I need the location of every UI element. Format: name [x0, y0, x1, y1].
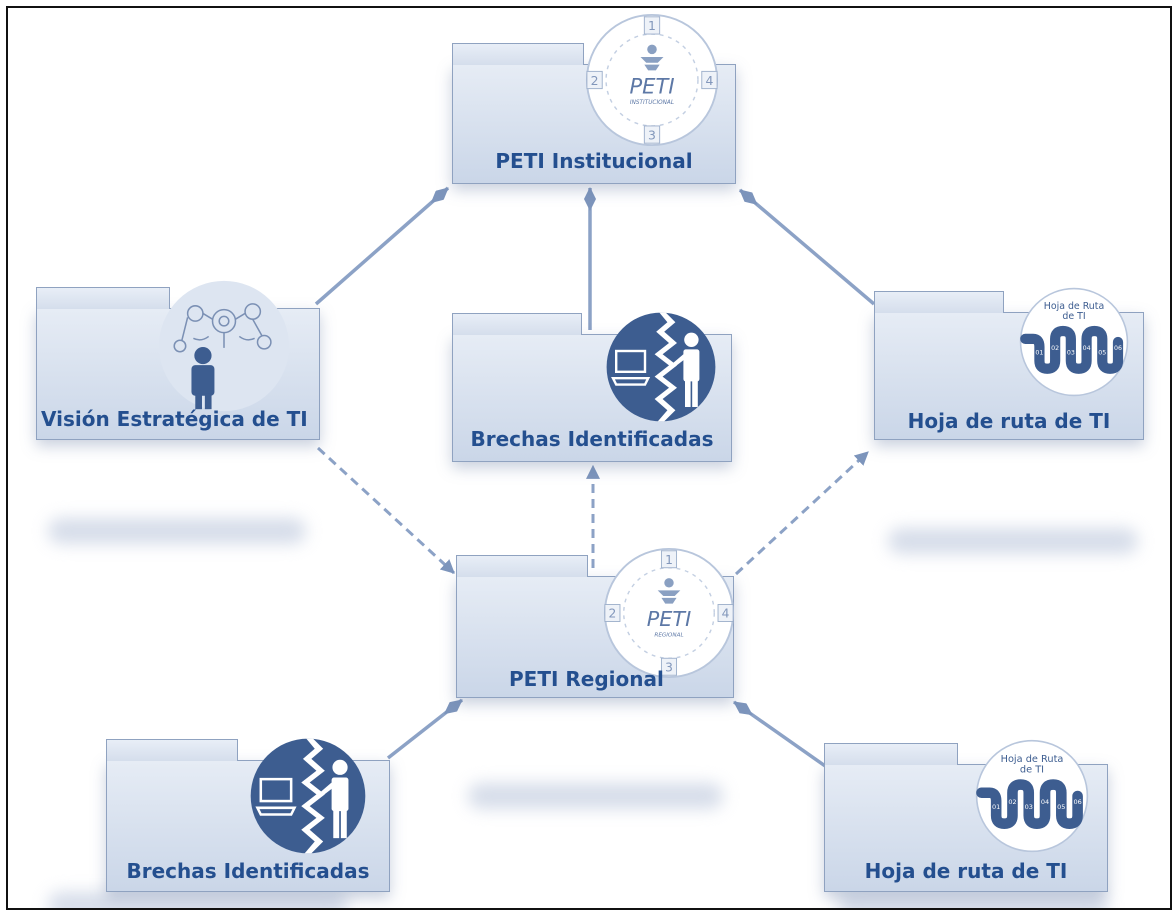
peti-icon-text: PETI: [647, 607, 691, 631]
connector-vision-to-peti-regional: [316, 446, 456, 575]
roadmap-step: 03: [1067, 350, 1075, 357]
connector-layer: [314, 186, 876, 770]
connector-brechas-bottom-to-peti-regional: [386, 698, 464, 760]
roadmap-step: 04: [1041, 798, 1049, 806]
roadmap-step: 05: [1098, 350, 1106, 357]
strategy-vision-icon: [158, 280, 290, 412]
package-brechas-identificadas-bottom: Brechas Identificadas: [106, 738, 390, 892]
peti-icon-subtext: REGIONAL: [654, 633, 683, 639]
floor-shadow: [48, 518, 306, 544]
floor-shadow: [48, 892, 348, 908]
connector-hoja-to-peti-institucional: [738, 188, 876, 306]
peti-cycle-icon: 1 2 4 3 PETI REGIONAL: [603, 547, 735, 679]
package-brechas-identificadas-top: Brechas Identificadas: [452, 312, 732, 462]
roadmap-step: 05: [1057, 803, 1065, 811]
roadmap-step: 01: [1035, 350, 1043, 357]
cycle-number: 3: [665, 660, 673, 674]
package-vision-estrategica: Visión Estratégica de TI: [36, 280, 320, 440]
cycle-number: 3: [648, 127, 656, 142]
roadmap-step: 01: [992, 803, 1000, 811]
package-label: PETI Institucional: [495, 149, 693, 173]
package-label: Hoja de ruta de TI: [907, 409, 1111, 433]
package-label: Hoja de ruta de TI: [864, 859, 1068, 883]
peti-cycle-icon: 1 2 4 3 PETI INSTITUCIONAL: [585, 13, 719, 147]
floor-shadow: [888, 528, 1138, 554]
roadmap-step: 06: [1073, 798, 1081, 806]
gap-analysis-icon: [250, 738, 366, 854]
package-tab: [456, 555, 588, 577]
connector-hoja-bottom-to-peti-regional: [732, 700, 830, 770]
package-label: Brechas Identificadas: [470, 427, 714, 451]
package-tab: [106, 739, 238, 761]
gap-analysis-icon: [606, 312, 716, 422]
roadmap-step: 04: [1083, 345, 1091, 352]
package-label: Visión Estratégica de TI: [41, 407, 308, 431]
peti-icon-text: PETI: [629, 73, 674, 98]
package-peti-institucional: 1 2 4 3 PETI INSTITUCIONAL PETI Instituc…: [452, 13, 736, 184]
floor-shadow: [838, 892, 1108, 908]
package-hoja-de-ruta-bottom: Hoja de Ruta de TI 01 02 03 04 05 06 Hoj…: [824, 739, 1108, 892]
roadmap-icon: Hoja de Ruta de TI 01 02 03 04 05 06: [975, 739, 1089, 853]
roadmap-title: Hoja de Ruta: [1044, 301, 1104, 312]
package-tab: [36, 287, 170, 309]
diagram-frame: 1 2 4 3 PETI INSTITUCIONAL PETI Instituc…: [6, 6, 1172, 910]
package-label: PETI Regional: [509, 667, 664, 691]
package-tab: [824, 743, 958, 765]
package-peti-regional: 1 2 4 3 PETI REGIONAL PETI Regional: [456, 547, 735, 698]
cycle-number: 2: [591, 73, 599, 88]
package-tab: [452, 43, 584, 65]
connector-peti-regional-to-hoja: [734, 450, 870, 576]
roadmap-title: de TI: [1062, 311, 1085, 322]
cycle-number: 1: [648, 18, 656, 33]
roadmap-step: 02: [1008, 798, 1016, 806]
roadmap-step: 06: [1114, 345, 1122, 352]
package-hoja-de-ruta-top: Hoja de Ruta de TI 01 02 03 04 05 06 Hoj…: [874, 287, 1144, 440]
floor-shadow: [468, 783, 723, 809]
roadmap-step: 02: [1051, 345, 1059, 352]
peti-icon-subtext: INSTITUCIONAL: [630, 100, 674, 106]
cycle-number: 4: [705, 73, 713, 88]
cycle-number: 1: [665, 553, 673, 567]
roadmap-step: 03: [1025, 803, 1033, 811]
roadmap-title: Hoja de Ruta: [1001, 754, 1064, 765]
connector-vision-to-peti-institucional: [314, 186, 450, 306]
cycle-number: 4: [722, 607, 730, 621]
roadmap-icon: Hoja de Ruta de TI 01 02 03 04 05 06: [1019, 287, 1129, 397]
package-label: Brechas Identificadas: [126, 859, 370, 883]
cycle-number: 2: [609, 607, 617, 621]
package-tab: [874, 291, 1004, 313]
roadmap-title: de TI: [1020, 764, 1044, 775]
package-tab: [452, 313, 582, 335]
